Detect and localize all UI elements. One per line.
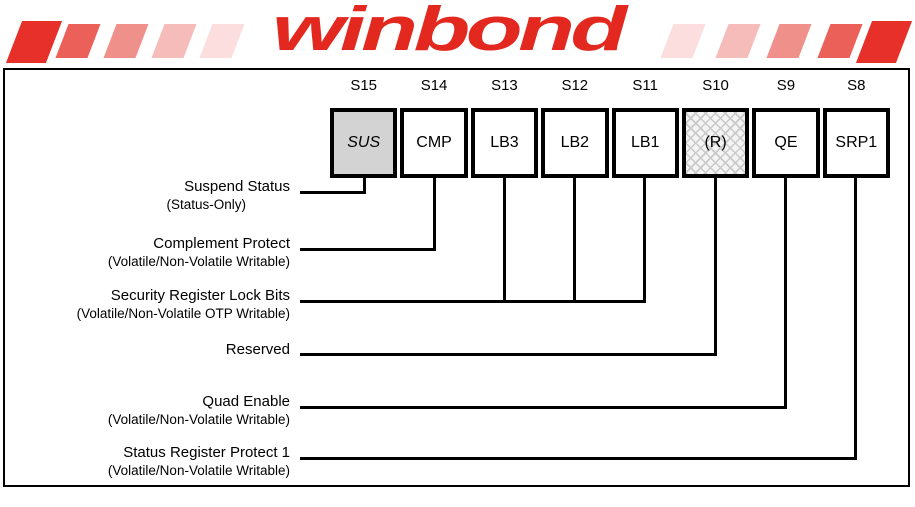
bit-position-label: S14 [420,77,448,94]
connector-line-lb3 [503,178,506,303]
connector-line-lb1 [643,178,646,303]
field-label: Security Register Lock Bits [110,287,290,304]
field-suspend-status: Suspend Status (Status-Only) [166,178,290,213]
field-sublabel: (Volatile/Non-Volatile OTP Writable) [76,306,290,321]
bit-position-label: S8 [847,77,866,94]
logo-stripe-icon [55,24,101,58]
logo-stripe-icon [855,21,913,63]
bit-position-label: S13 [491,77,518,94]
logo-stripe-icon [151,24,197,58]
winbond-logo: winbond [0,0,915,68]
field-sublabel: (Volatile/Non-Volatile Writable) [107,412,290,427]
bit-cell-qe: QE [752,108,820,178]
field-security-register-lock-bits: Security Register Lock Bits (Volatile/No… [77,287,290,322]
field-label: Reserved [225,341,290,358]
bit-cell-sus: SUS [330,108,398,178]
field-sublabel: (Volatile/Non-Volatile Writable) [107,254,290,269]
bit-position-label: S15 [350,77,378,94]
bit-position-label: S9 [776,77,796,94]
logo-stripe-icon [660,24,706,58]
leader-line-complement-protect [300,248,436,251]
field-quad-enable: Quad Enable (Volatile/Non-Volatile Writa… [108,393,290,428]
bit-position-row: S15 S14 S13 S12 S11 S10 S9 S8 [330,76,890,96]
bit-cell-srp1: SRP1 [822,108,890,178]
logo-stripe-icon [5,21,63,63]
field-sublabel: (Volatile/Non-Volatile Writable) [107,463,290,478]
field-label: Complement Protect [153,235,290,252]
leader-line-reserved [300,353,717,356]
logo-stripe-icon [103,24,149,58]
bit-cell-lb2: LB2 [541,108,609,178]
bit-cell-cmp: CMP [400,108,468,178]
connector-line-lb2 [573,178,576,303]
bit-cell-lb3: LB3 [470,108,539,178]
bit-position-label: S12 [561,77,589,94]
connector-line-qe [784,178,787,409]
logo-stripe-icon [817,24,863,58]
winbond-wordmark: winbond [272,0,627,64]
field-label: Status Register Protect 1 [123,444,290,461]
leader-line-security-lock-bits [300,300,646,303]
bit-cell-lb1: LB1 [611,108,679,178]
logo-stripe-icon [715,24,761,58]
connector-line-reserved [714,178,717,356]
bit-position-label: S10 [702,77,729,94]
logo-stripe-icon [199,24,245,58]
connector-line-sus [363,178,366,194]
field-label: Quad Enable [202,393,290,410]
field-sublabel: (Status-Only) [166,197,246,212]
register-bit-row: SUS CMP LB3 LB2 LB1 (R) QE SRP1 [330,108,890,178]
field-reserved: Reserved [226,341,290,359]
connector-line-srp1 [854,178,857,460]
field-label: Suspend Status [184,178,290,195]
leader-line-quad-enable [300,406,787,409]
leader-line-srp1 [300,457,857,460]
logo-stripe-icon [766,24,812,58]
leader-line-suspend-status [300,191,366,194]
field-complement-protect: Complement Protect (Volatile/Non-Volatil… [108,235,290,270]
bit-position-label: S11 [632,77,658,94]
connector-line-cmp [433,178,436,251]
bit-cell-reserved: (R) [681,108,750,178]
field-status-register-protect-1: Status Register Protect 1 (Volatile/Non-… [108,444,290,479]
